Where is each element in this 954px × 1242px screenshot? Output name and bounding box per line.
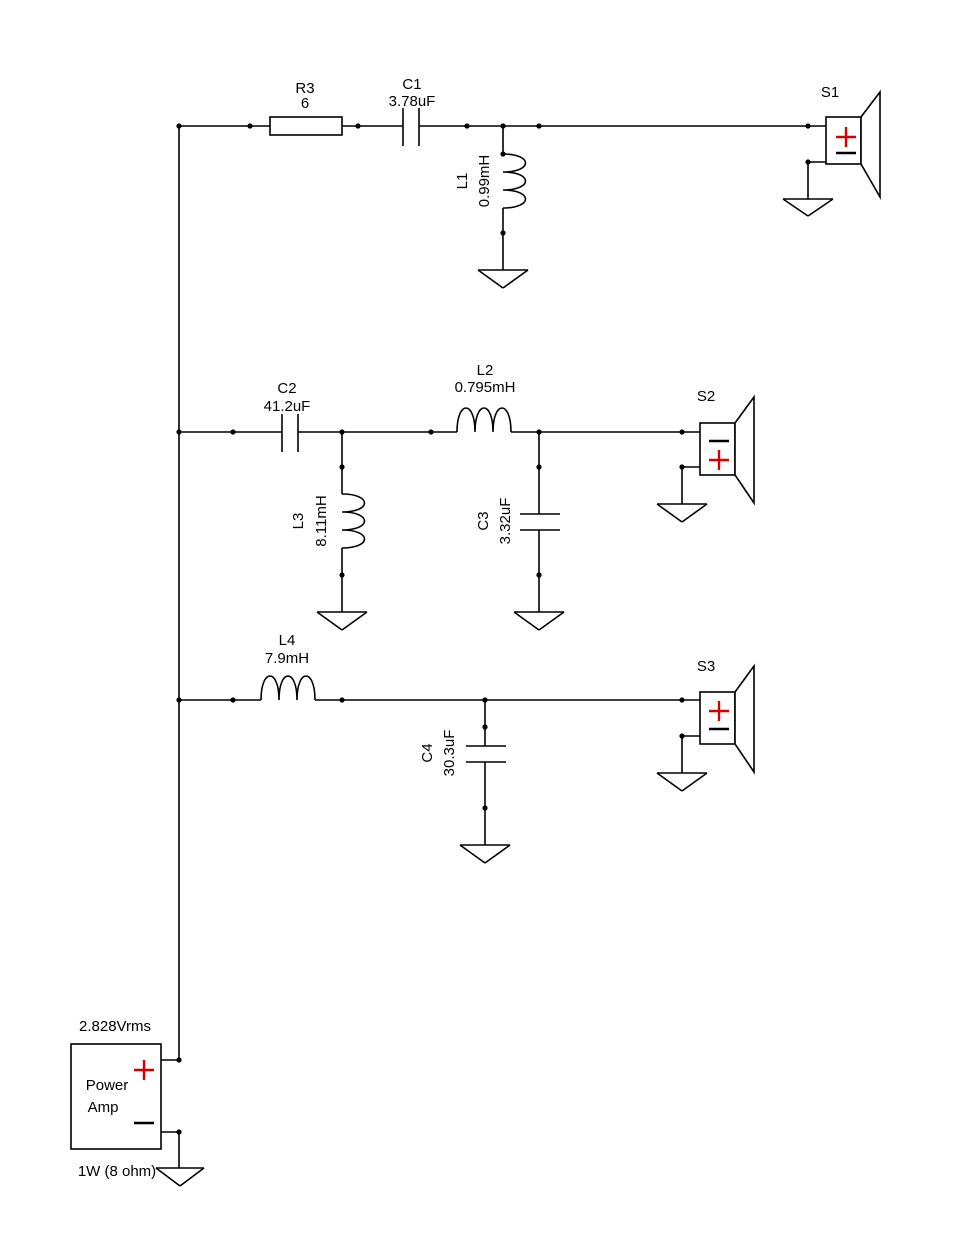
capacitor-c1 (402, 108, 420, 146)
l2-ref-label: L2 (477, 362, 494, 379)
l4-value-label: 7.9mH (265, 650, 309, 667)
l2-value-label: 0.795mH (455, 379, 516, 396)
capacitor-c4 (466, 745, 506, 763)
c3-value-label: 3.32uF (497, 498, 514, 545)
l1-ref-label: L1 (454, 173, 471, 190)
capacitor-c3 (520, 513, 560, 531)
ground-amp (155, 1167, 205, 1187)
s3-ref-label: S3 (697, 658, 715, 675)
c3-ref-label: C3 (475, 511, 492, 530)
amp-name-line2: Amp (88, 1099, 119, 1116)
resistor-r3 (269, 116, 343, 136)
branch-tweeter (176, 89, 881, 289)
amp-power-label: 1W (8 ohm) (78, 1163, 156, 1180)
r3-value-label: 6 (301, 95, 309, 112)
c4-ref-label: C4 (419, 743, 436, 762)
inductor-l3 (341, 493, 366, 549)
inductor-l2 (456, 407, 512, 433)
r3-ref-label: R3 (295, 80, 314, 97)
l3-value-label: 8.11mH (313, 495, 330, 546)
c4-value-label: 30.3uF (441, 730, 458, 777)
amp-name-line1: Power (86, 1077, 129, 1094)
power-amp (70, 1043, 205, 1187)
s2-ref-label: S2 (697, 388, 715, 405)
inductor-l4 (260, 675, 316, 701)
ground-c4 (459, 844, 511, 864)
s1-ref-label: S1 (821, 84, 839, 101)
branch-woofer (176, 663, 755, 864)
speaker-s3 (699, 663, 755, 775)
l4-ref-label: L4 (279, 632, 296, 649)
ground-l1 (477, 269, 529, 289)
l1-value-label: 0.99mH (476, 155, 493, 208)
c2-ref-label: C2 (277, 380, 296, 397)
ground-s3 (656, 772, 708, 792)
c1-value-label: 3.78uF (389, 93, 436, 110)
ground-s2 (656, 503, 708, 523)
inductor-l1 (502, 153, 527, 209)
ground-l3 (316, 611, 368, 631)
c2-value-label: 41.2uF (264, 398, 311, 415)
ground-s1 (782, 198, 834, 217)
ground-c3 (513, 611, 565, 631)
c1-ref-label: C1 (402, 76, 421, 93)
amp-voltage-label: 2.828Vrms (79, 1018, 151, 1035)
speaker-s2 (699, 394, 755, 506)
speaker-s1 (825, 89, 881, 200)
capacitor-c2 (281, 414, 299, 452)
l3-ref-label: L3 (290, 513, 307, 530)
branch-midrange (176, 394, 755, 631)
